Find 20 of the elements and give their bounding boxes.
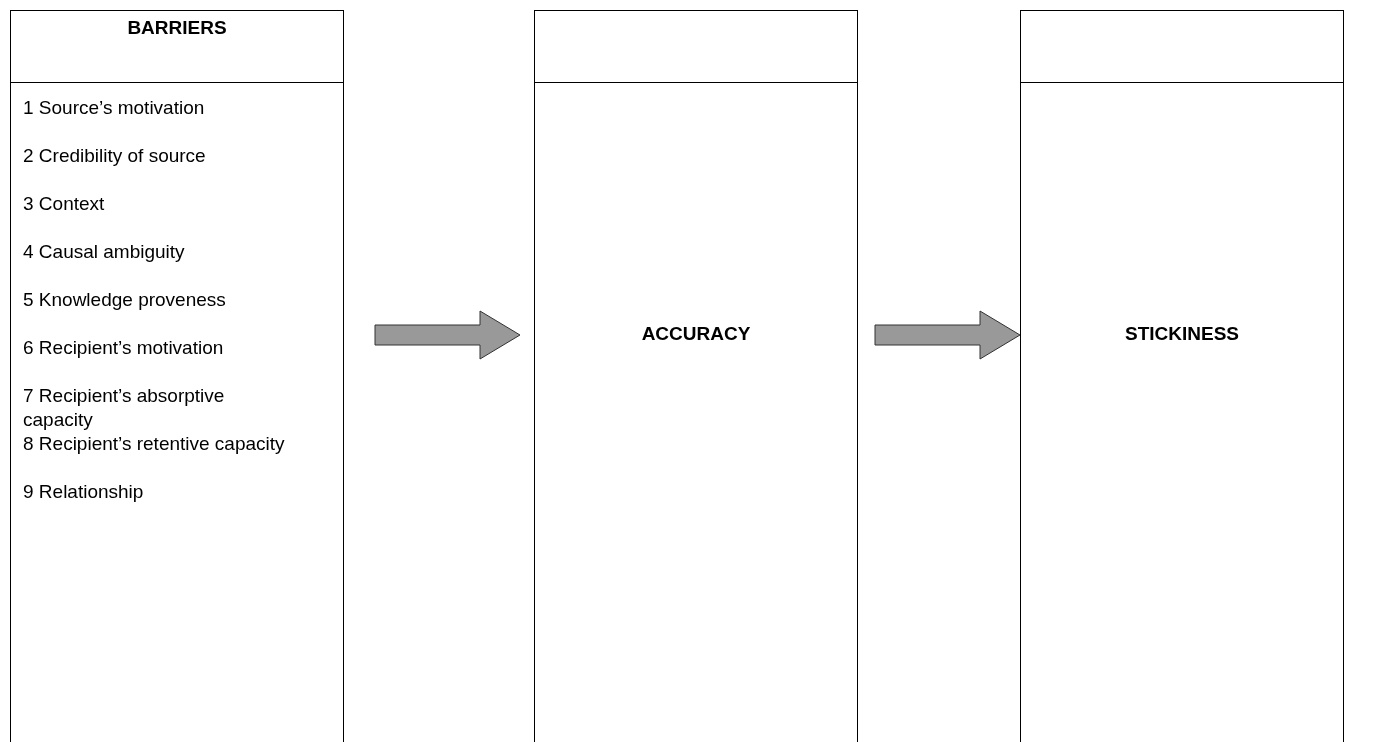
barrier-item: 1 Source’s motivation (23, 96, 206, 120)
barrier-item: 6 Recipient’s motivation (23, 336, 225, 360)
list-box (10, 82, 344, 742)
column-box (534, 82, 858, 742)
column-heading: BARRIERS (126, 17, 228, 39)
header-box (534, 10, 858, 83)
barrier-item: 2 Credibility of source (23, 144, 207, 168)
header-box (10, 10, 344, 83)
block-arrow (874, 310, 1021, 360)
column-title: ACCURACY (640, 323, 752, 345)
barrier-item: 9 Relationship (23, 480, 145, 504)
block-arrow (374, 310, 521, 360)
column-title: STICKINESS (1124, 323, 1240, 345)
barrier-item: 5 Knowledge proveness (23, 288, 227, 312)
barrier-item: 8 Recipient’s retentive capacity (23, 432, 285, 456)
column-box (1020, 82, 1344, 742)
barrier-item: 4 Causal ambiguity (23, 240, 186, 264)
header-box (1020, 10, 1344, 83)
barrier-item: 7 Recipient’s absorptive capacity (23, 384, 226, 432)
barrier-item: 3 Context (23, 192, 106, 216)
